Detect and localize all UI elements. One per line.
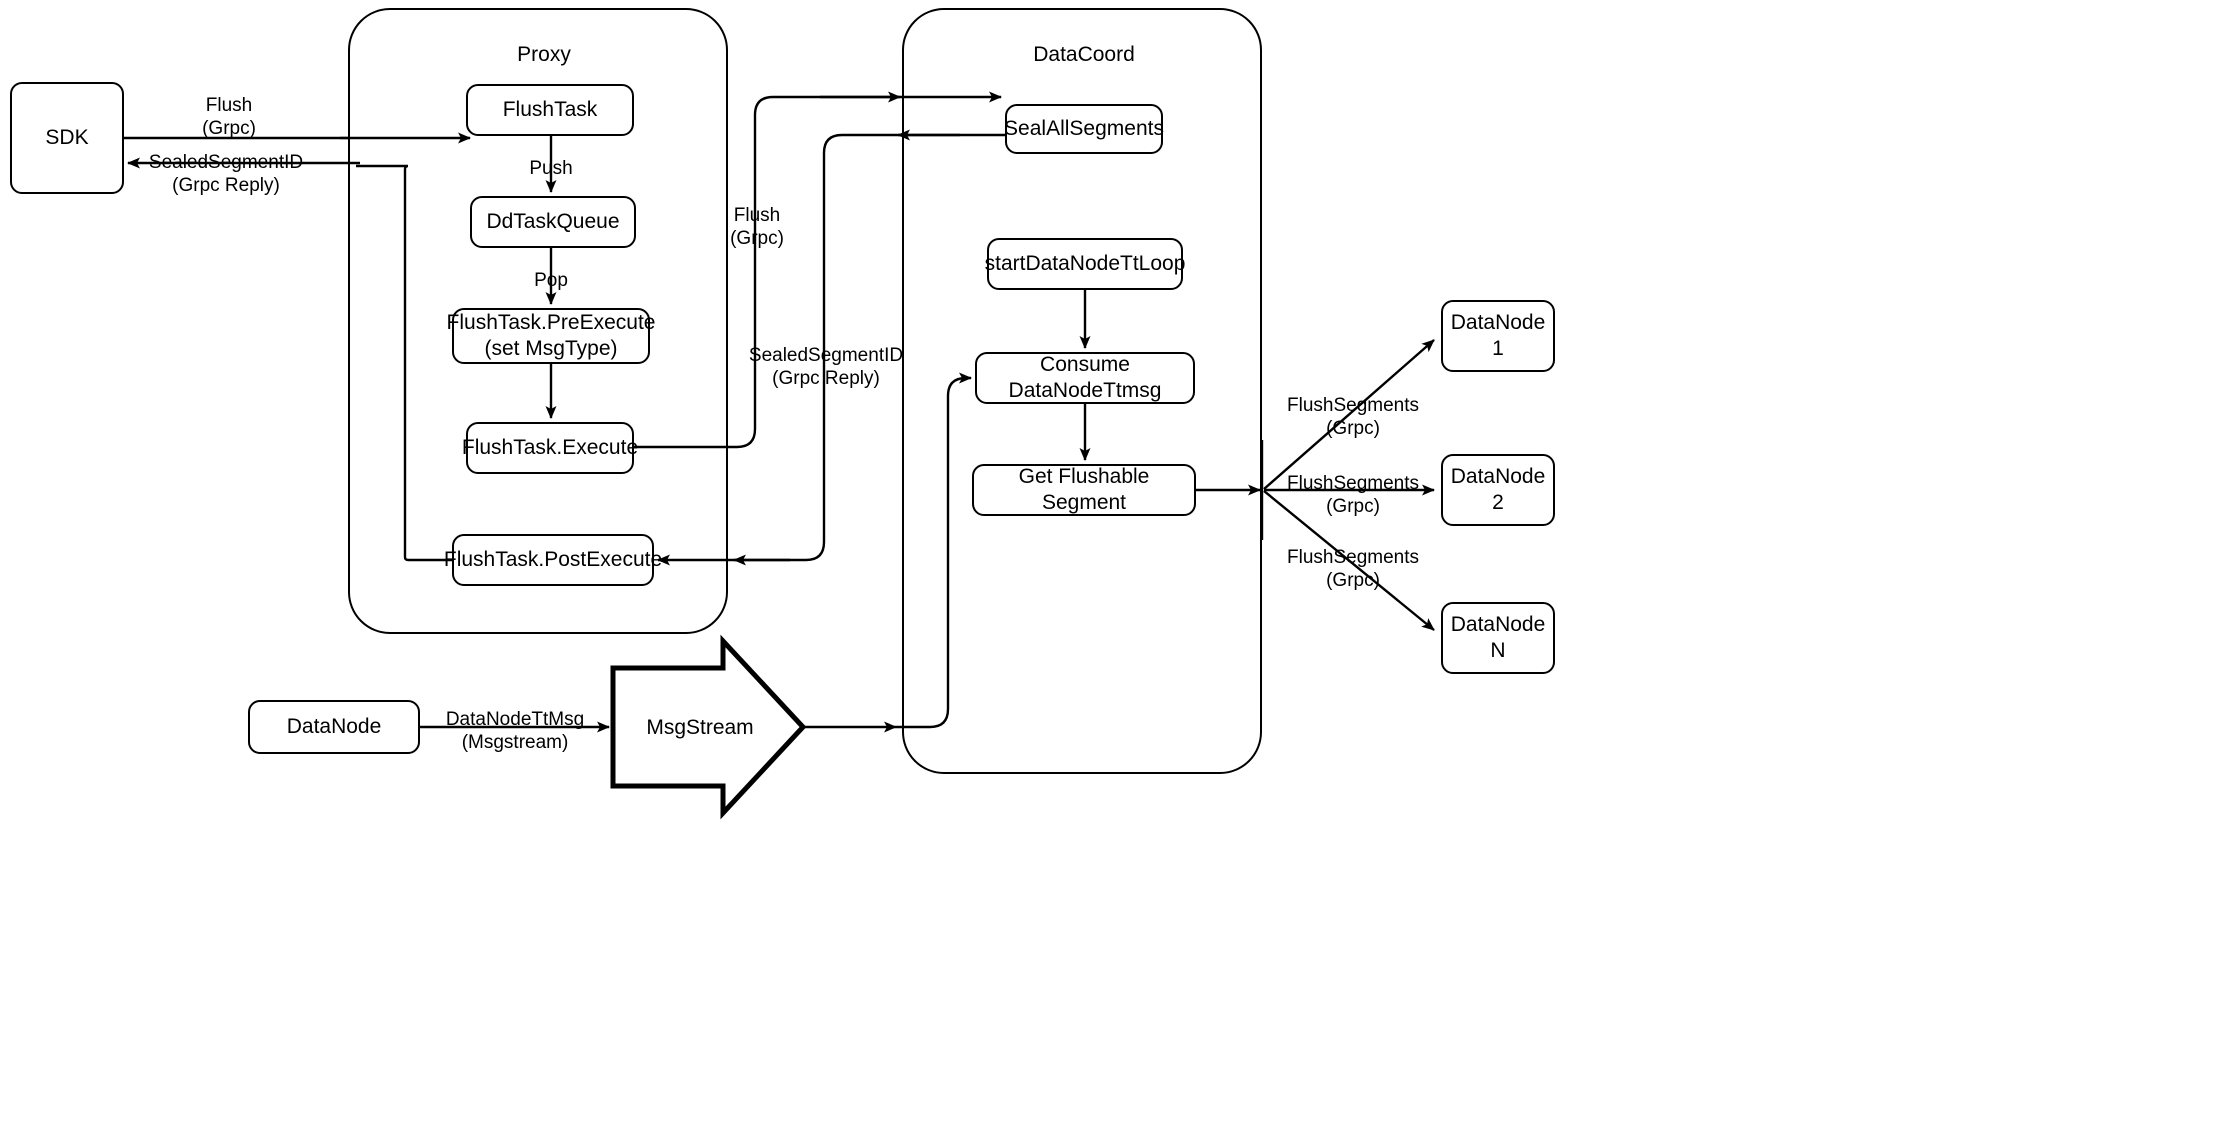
- edge-datacoord-bus-to-consume: [896, 372, 972, 729]
- container-proxy-title: Proxy: [517, 43, 571, 66]
- node-ddtaskqueue[interactable]: DdTaskQueue: [470, 196, 636, 248]
- node-flushtask-preexecute[interactable]: FlushTask.PreExecute (set MsgType): [447, 308, 655, 364]
- container-datacoord-title: DataCoord: [1033, 43, 1135, 66]
- node-datanode-source[interactable]: DataNode: [248, 700, 420, 754]
- node-datanode-2[interactable]: DataNode 2: [1441, 454, 1555, 526]
- node-datanode-n[interactable]: DataNode N: [1441, 602, 1555, 674]
- edge-hub-to-datanode1: [1263, 339, 1435, 490]
- edge-label-flushsegments-2: FlushSegments (Grpc): [1286, 473, 1420, 518]
- edge-hub-to-datanoden: [1263, 490, 1435, 631]
- node-flushtask[interactable]: FlushTask: [466, 84, 634, 136]
- edge-postexecute-to-reply-bus: [356, 164, 452, 562]
- edge-label-flush-grpc-sdk: Flush (Grpc): [202, 95, 256, 140]
- node-sdk[interactable]: SDK: [10, 82, 124, 194]
- node-flushtask-postexecute[interactable]: FlushTask.PostExecute: [444, 534, 662, 586]
- edge-label-flush-grpc-mid: Flush (Grpc): [730, 205, 784, 250]
- node-get-flushable-segment[interactable]: Get Flushable Segment: [972, 464, 1196, 516]
- edge-label-sealedsegmentid-sdk: SealedSegmentID (Grpc Reply): [148, 152, 304, 197]
- container-datacoord: [902, 8, 1262, 774]
- container-proxy: [348, 8, 728, 634]
- edge-label-datanode-ttmsg: DataNodeTtMsg (Msgstream): [445, 709, 585, 754]
- node-datanode-1[interactable]: DataNode 1: [1441, 300, 1555, 372]
- block-arrow-icon: [610, 634, 807, 820]
- edge-label-flushsegments-1: FlushSegments (Grpc): [1286, 395, 1420, 440]
- edge-sealallsegments-to-postexecute: [657, 133, 1005, 566]
- edge-label-push: Push: [529, 158, 573, 179]
- node-startdatanodettloop[interactable]: startDataNodeTtLoop: [985, 238, 1185, 290]
- node-flushtask-execute[interactable]: FlushTask.Execute: [462, 422, 638, 474]
- edge-label-pop: Pop: [534, 270, 568, 291]
- edge-execute-to-sealallsegments: [634, 91, 1002, 449]
- node-consume-datanodettmsg[interactable]: Consume DataNodeTtmsg: [975, 352, 1195, 404]
- node-msgstream-label: MsgStream: [646, 716, 754, 739]
- edge-label-sealedsegmentid-mid: SealedSegmentID (Grpc Reply): [748, 345, 904, 390]
- node-sealallsegments[interactable]: SealAllSegments: [1004, 104, 1164, 154]
- edge-label-flushsegments-n: FlushSegments (Grpc): [1286, 547, 1420, 592]
